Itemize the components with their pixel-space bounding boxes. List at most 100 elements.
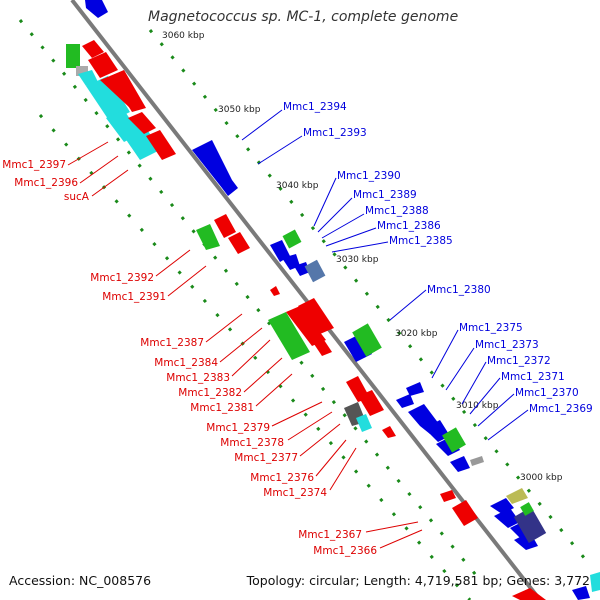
gene-label: Mmc1_2392: [90, 272, 154, 284]
gene-feature: [406, 382, 424, 396]
gene-label: Mmc1_2367: [298, 529, 362, 541]
gc-guide-upper: [148, 29, 592, 566]
gene-feature: [494, 508, 520, 528]
leader-line: [241, 109, 283, 141]
gene-feature: [358, 390, 384, 416]
gene-label: Mmc1_2371: [501, 371, 565, 383]
gene-label: Mmc1_2372: [487, 355, 551, 367]
gene-label: Mmc1_2391: [102, 291, 166, 303]
forward-genes: [85, 0, 600, 600]
kbp-label: 3010 kbp: [456, 401, 499, 411]
gene-feature: [520, 502, 534, 516]
gene-label: Mmc1_2369: [529, 403, 593, 415]
gene-feature: [298, 298, 334, 334]
gene-label: Mmc1_2373: [475, 339, 539, 351]
gene-feature: [470, 456, 484, 466]
leader-line: [243, 357, 283, 393]
gene-label: Mmc1_2388: [365, 205, 429, 217]
gene-feature: [88, 52, 118, 78]
gene-label: Mmc1_2382: [178, 387, 242, 399]
kbp-label: 3060 kbp: [162, 31, 205, 41]
leader-line: [461, 361, 487, 405]
leader-line: [329, 447, 357, 491]
gene-feature: [270, 240, 290, 262]
gene-feature: [304, 259, 326, 283]
gene-feature: [286, 306, 326, 346]
gene-feature: [146, 130, 176, 160]
leader-line: [219, 327, 263, 363]
leader-line: [257, 135, 303, 165]
gene-label: Mmc1_2378: [220, 437, 284, 449]
leader-line: [431, 329, 459, 379]
gene-feature: [572, 586, 590, 600]
reverse-leaders: [67, 141, 423, 549]
genome-backbone: [70, 0, 542, 600]
gene-feature: [442, 427, 466, 453]
gene-feature: [78, 70, 98, 86]
gene-label: Mmc1_2394: [283, 101, 347, 113]
leader-line: [79, 155, 119, 184]
leader-line: [271, 401, 323, 427]
leader-line: [469, 377, 501, 415]
gc-guide-inner: [38, 114, 472, 600]
leader-line: [167, 265, 207, 297]
gene-feature: [344, 334, 372, 362]
gene-feature: [268, 312, 310, 360]
forward-gene-labels: Mmc1_2394 Mmc1_2393 Mmc1_2390 Mmc1_2389 …: [283, 101, 593, 415]
gene-feature: [452, 500, 478, 526]
gene-feature: [82, 40, 104, 58]
gene-feature: [118, 118, 160, 160]
leader-line: [317, 197, 353, 233]
topology-text: Topology: circular; Length: 4,719,581 bp…: [246, 573, 590, 588]
gene-feature: [282, 229, 302, 249]
reverse-genes: [66, 40, 546, 600]
gene-label: Mmc1_2381: [190, 402, 254, 414]
gene-feature: [228, 232, 250, 254]
gene-feature: [506, 488, 528, 504]
gene-label: Mmc1_2376: [250, 472, 314, 484]
gene-label: Mmc1_2393: [303, 127, 367, 139]
leader-line: [205, 313, 243, 343]
leader-line: [445, 347, 475, 391]
gene-feature: [590, 572, 600, 592]
gene-label: Mmc1_2385: [389, 235, 453, 247]
gene-feature: [513, 507, 547, 543]
leader-line: [379, 529, 423, 549]
gene-label: Mmc1_2374: [263, 487, 327, 499]
gene-feature: [382, 426, 396, 438]
gene-label: Mmc1_2386: [377, 220, 441, 232]
leader-line: [325, 227, 377, 247]
gene-feature: [440, 490, 456, 502]
gene-label: Mmc1_2397: [2, 159, 66, 171]
gene-feature: [352, 323, 382, 357]
leader-line: [231, 339, 271, 377]
gene-label: Mmc1_2387: [140, 337, 204, 349]
leader-line: [321, 213, 365, 239]
leader-line: [487, 409, 529, 441]
gene-feature: [110, 70, 146, 112]
forward-leaders: [241, 109, 529, 441]
gene-feature: [66, 44, 80, 68]
leader-line: [389, 289, 427, 321]
kbp-label: 3040 kbp: [276, 181, 319, 191]
gene-label: Mmc1_2390: [337, 170, 401, 182]
gene-label: Mmc1_2396: [14, 177, 78, 189]
gene-label: sucA: [64, 191, 90, 203]
kbp-label: 3050 kbp: [218, 105, 261, 115]
gene-feature: [396, 394, 414, 408]
gene-feature: [214, 214, 236, 238]
gene-label: Mmc1_2366: [313, 545, 377, 557]
map-title: Magnetococcus sp. MC-1, complete genome: [148, 9, 459, 25]
gene-label: Mmc1_2370: [515, 387, 579, 399]
leader-line: [91, 169, 129, 197]
gene-feature: [85, 0, 108, 18]
leader-line: [287, 411, 333, 441]
gene-feature: [76, 66, 88, 76]
gene-label: Mmc1_2377: [234, 452, 298, 464]
leader-line: [299, 423, 341, 457]
gene-label: Mmc1_2375: [459, 322, 523, 334]
leader-line: [67, 141, 109, 166]
kbp-scale: 3060 kbp 3050 kbp 3040 kbp 3030 kbp 3020…: [162, 31, 563, 483]
kbp-label: 3030 kbp: [336, 255, 379, 265]
